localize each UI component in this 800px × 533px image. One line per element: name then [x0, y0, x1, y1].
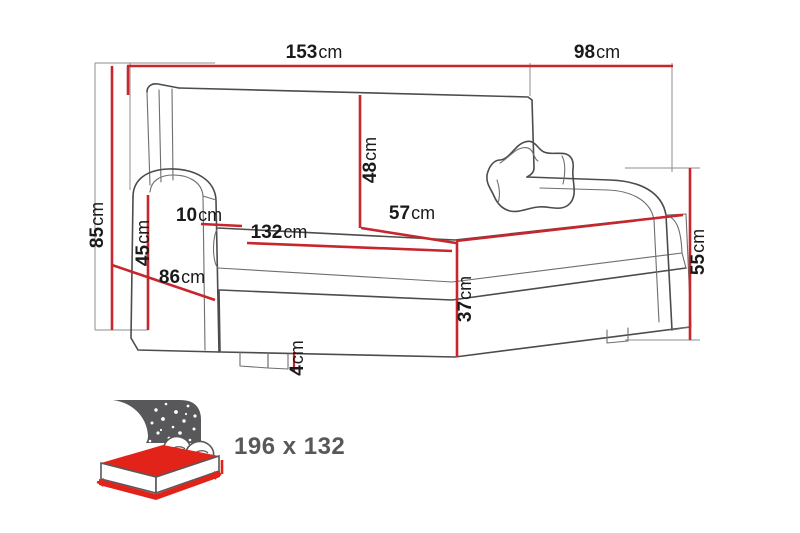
- dim-line-10: [200, 222, 243, 228]
- label-57: 57cm: [389, 203, 435, 224]
- throw-pillow: [486, 140, 576, 213]
- label-86: 86cm: [159, 267, 205, 288]
- label-55: 55cm: [688, 229, 709, 275]
- arrow-head-left: [97, 478, 104, 487]
- stars-group: [138, 402, 201, 443]
- label-4: 4cm: [287, 340, 308, 376]
- sofa-outline: [130, 83, 692, 370]
- dim-line-57: [360, 226, 457, 245]
- label-10: 10cm: [176, 205, 222, 226]
- label-85: 85cm: [87, 202, 108, 248]
- mattress-side-face: [155, 454, 220, 495]
- sofa-legs: [239, 327, 629, 370]
- label-48: 48cm: [360, 137, 381, 183]
- extension-lines: [94, 62, 700, 341]
- label-45: 45cm: [133, 220, 154, 266]
- bed-night-icon: [96, 400, 224, 500]
- bed-base-strip: [99, 471, 220, 500]
- label-37: 37cm: [455, 276, 476, 322]
- bed-size-label: 196 x 132: [234, 433, 345, 460]
- duvet-top: [101, 445, 219, 477]
- dim-line-57-run: [455, 213, 684, 243]
- moon-shape: [113, 400, 148, 443]
- label-132: 132cm: [251, 222, 308, 243]
- label-98: 98cm: [574, 42, 620, 63]
- dim-line-132: [246, 241, 453, 253]
- dimension-lines: [110, 64, 692, 371]
- dim-line-86: [111, 263, 216, 302]
- label-153: 153cm: [286, 42, 343, 63]
- dimension-labels: 153cm 98cm 85cm 48cm 45cm 10cm: [87, 42, 709, 376]
- arrow-head-right: [214, 471, 221, 480]
- bed-measure-arrow-line: [96, 472, 222, 500]
